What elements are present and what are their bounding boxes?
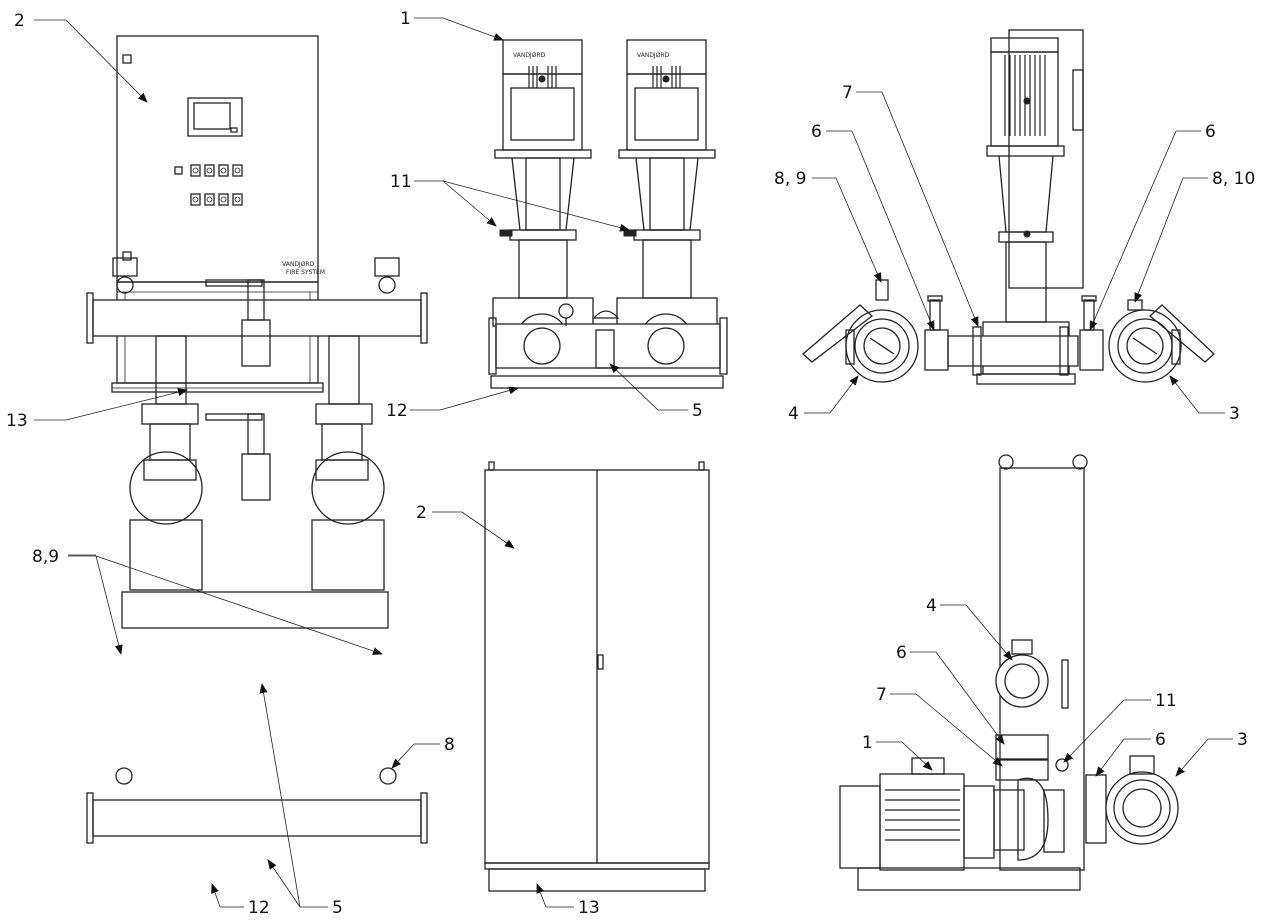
gauge-icon (115, 767, 133, 785)
callout-7-side: 7 (876, 685, 887, 705)
callout-13: 13 (6, 411, 28, 431)
callout-6-right: 6 (1205, 122, 1216, 142)
callout-8: 8 (444, 735, 455, 755)
drain-valve-icon (499, 229, 637, 237)
callout-1-side: 1 (862, 733, 873, 753)
pressure-switch-icon (1129, 755, 1155, 775)
cabinet-plinth (111, 382, 324, 393)
view-pumps-front: VANDJØRD VANDJØRD (488, 39, 728, 389)
hmi-screen (187, 97, 243, 137)
callout-3-side: 3 (1237, 730, 1248, 750)
pump-logo: VANDJØRD (513, 52, 546, 59)
cabinet-upper (116, 35, 319, 283)
gauge-icon (379, 767, 397, 785)
lower-header (92, 799, 422, 837)
pressure-switch-icon (374, 257, 400, 277)
view-top-manifold (86, 257, 428, 844)
view-side-elevation (802, 29, 1215, 385)
view-enclosure (484, 461, 710, 892)
motor-body (879, 773, 965, 871)
callout-6-left: 6 (811, 122, 822, 142)
callout-2-enclosure: 2 (416, 503, 427, 523)
pressure-switch-icon (112, 257, 138, 277)
button-row-top (174, 164, 243, 177)
callout-13-enclosure: 13 (578, 898, 600, 918)
check-valve (595, 329, 615, 369)
base-frame (490, 375, 724, 389)
callout-8-9-top: 8,9 (32, 547, 59, 567)
callout-4: 4 (788, 404, 799, 424)
hinge-icon (122, 54, 132, 64)
drain-valve-icon (1055, 758, 1069, 772)
view-control-panel: VANDJØRD FIRE SYSTEM (111, 35, 325, 393)
callout-8-10: 8, 10 (1212, 169, 1255, 189)
callout-2: 2 (14, 11, 25, 31)
pressure-switch-icon (875, 279, 889, 301)
callout-7: 7 (842, 83, 853, 103)
callout-6-side: 6 (896, 643, 907, 663)
panel-subtitle: FIRE SYSTEM (286, 269, 325, 276)
callout-12-top: 12 (248, 898, 270, 918)
leader-lines-view4 (68, 511, 1233, 908)
brand-logo: VANDJØRD (282, 261, 315, 268)
button-row-bottom (190, 193, 243, 206)
callout-12: 12 (386, 401, 408, 421)
callout-11-side: 11 (1155, 691, 1177, 711)
isolation-valve (241, 453, 271, 501)
callout-5: 5 (692, 401, 703, 421)
leader-lines (34, 17, 1225, 556)
callout-5-top: 5 (332, 898, 343, 918)
callout-3: 3 (1229, 404, 1240, 424)
upper-header (92, 299, 422, 337)
hinge-icon (122, 251, 132, 261)
callout-11: 11 (390, 172, 412, 192)
pump-2: VANDJØRD (616, 39, 718, 367)
pressure-gauge (558, 303, 574, 319)
pump-1: VANDJØRD (492, 39, 594, 367)
callout-8-9: 8, 9 (774, 169, 806, 189)
callout-4-side: 4 (926, 596, 937, 616)
callout-1: 1 (400, 9, 411, 29)
pump-logo: VANDJØRD (637, 52, 670, 59)
view-side-horizontal (839, 454, 1179, 891)
callout-6-side-right: 6 (1155, 730, 1166, 750)
